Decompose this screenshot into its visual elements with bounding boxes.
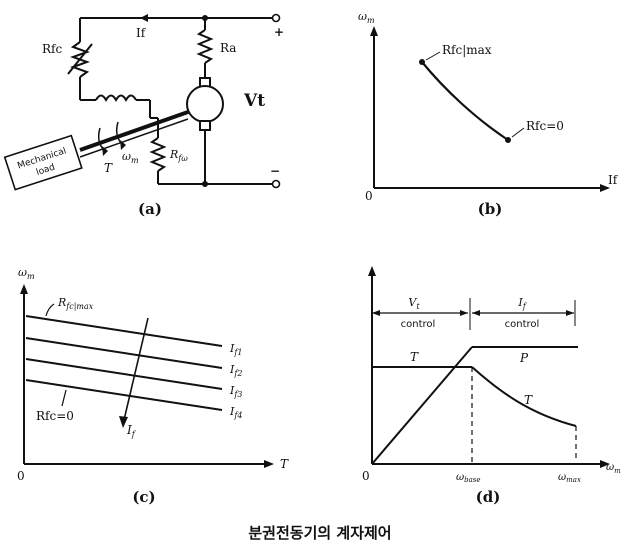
caption-c: (c) (132, 488, 155, 506)
mechanical-load-box (3, 134, 83, 191)
b-leader-max (425, 51, 441, 61)
b-y-label: ωm (358, 10, 375, 25)
b-x-arrowhead (600, 184, 610, 192)
c-if-arrow (123, 317, 149, 421)
vt-label: Vt (243, 91, 265, 111)
c-y-arrowhead (20, 284, 28, 294)
d-region2-label: If (517, 296, 527, 311)
d-region2-head-right (566, 310, 574, 316)
chart-b: ωm If 0 Rfc|max Rfc=0 (b) (358, 10, 619, 218)
c-leader-zero (61, 389, 67, 407)
d-power-rising (371, 346, 473, 465)
caption-d: (d) (476, 488, 501, 506)
c-curve-if2 (25, 337, 223, 369)
rfc-label: Rfc (42, 42, 62, 56)
torque-label: T (104, 161, 113, 175)
b-point-zero (505, 137, 511, 143)
caption-b: (b) (478, 200, 503, 218)
c-curve-label-4: If4 (229, 405, 242, 420)
caption-a: (a) (138, 200, 162, 218)
d-region2-control: control (505, 319, 540, 330)
d-x-arrowhead (600, 460, 610, 468)
d-torque-label: T (410, 350, 419, 364)
c-curve-label-1: If1 (229, 342, 242, 357)
c-y-label: ωm (18, 266, 35, 281)
c-curve-if3 (25, 358, 223, 390)
d-region2-head-left (472, 310, 480, 316)
d-torque-falling (471, 366, 577, 427)
brush-bottom (199, 120, 211, 131)
plus-label: + (274, 25, 284, 39)
d-y-arrowhead (368, 266, 376, 276)
motor-shaft-edge (79, 118, 189, 158)
d-power-label: P (519, 351, 529, 365)
chart-c: ωm T 0 Rfc|max Rfc=0 If If1 If2 If3 If4 … (17, 266, 289, 506)
c-x-label: T (280, 457, 289, 471)
c-curve-label-3: If3 (229, 384, 242, 399)
b-x-label: If (608, 173, 619, 187)
c-x-arrowhead (264, 460, 274, 468)
c-curve-if4 (25, 379, 223, 411)
rfw-resistor (149, 137, 167, 172)
speed-arc (115, 121, 123, 145)
rfc-variable-arrow (67, 43, 93, 75)
d-region1-control: control (401, 319, 436, 330)
speed-arrowhead (120, 140, 126, 150)
b-speed-curve (421, 61, 509, 141)
rfw-label: Rfω (169, 148, 188, 163)
d-region1-head-right (460, 310, 468, 316)
motor-armature (186, 85, 224, 123)
c-curve-if1 (25, 315, 223, 347)
if-arrowhead (140, 14, 148, 22)
d-x-label: ωm (606, 462, 621, 475)
b-origin: 0 (365, 189, 373, 203)
circuit-diagram (3, 14, 276, 191)
b-y-arrowhead (370, 26, 378, 36)
c-leader-max (45, 303, 55, 317)
c-origin: 0 (17, 469, 25, 483)
terminal-minus (271, 179, 281, 189)
ra-label: Ra (220, 41, 236, 55)
c-label-max: Rfc|max (57, 296, 94, 311)
c-arrow-label: If (126, 423, 137, 439)
d-origin: 0 (362, 469, 370, 483)
minus-label: − (270, 164, 280, 178)
ra-resistor (196, 29, 214, 64)
torque-arc (97, 127, 105, 151)
if-label: If (136, 26, 147, 40)
motor-shaft (79, 110, 189, 152)
chart-d: Vt control If control T P T 0 ωbase ωmax… (362, 266, 621, 506)
b-point-max (419, 59, 425, 65)
d-region1-label: Vt (408, 296, 420, 311)
b-label-max: Rfc|max (442, 43, 492, 57)
c-curve-label-2: If2 (229, 363, 242, 378)
d-tick-base: ωbase (456, 472, 481, 484)
c-if-arrowhead (119, 416, 128, 428)
junction-bottom (202, 181, 208, 187)
b-label-zero: Rfc=0 (526, 119, 564, 133)
field-coil (95, 94, 137, 103)
b-leader-zero (511, 127, 525, 138)
c-label-zero: Rfc=0 (36, 409, 74, 423)
d-region1-head-left (372, 310, 380, 316)
torque-arrowhead (102, 146, 108, 156)
terminal-plus (271, 13, 281, 23)
junction-top (202, 15, 208, 21)
footer-caption: 분권전동기의 계자제어 (248, 524, 391, 542)
d-tick-max: ωmax (558, 472, 581, 484)
omega-label: ωm (122, 150, 139, 165)
d-torque2-label: T (524, 393, 533, 407)
